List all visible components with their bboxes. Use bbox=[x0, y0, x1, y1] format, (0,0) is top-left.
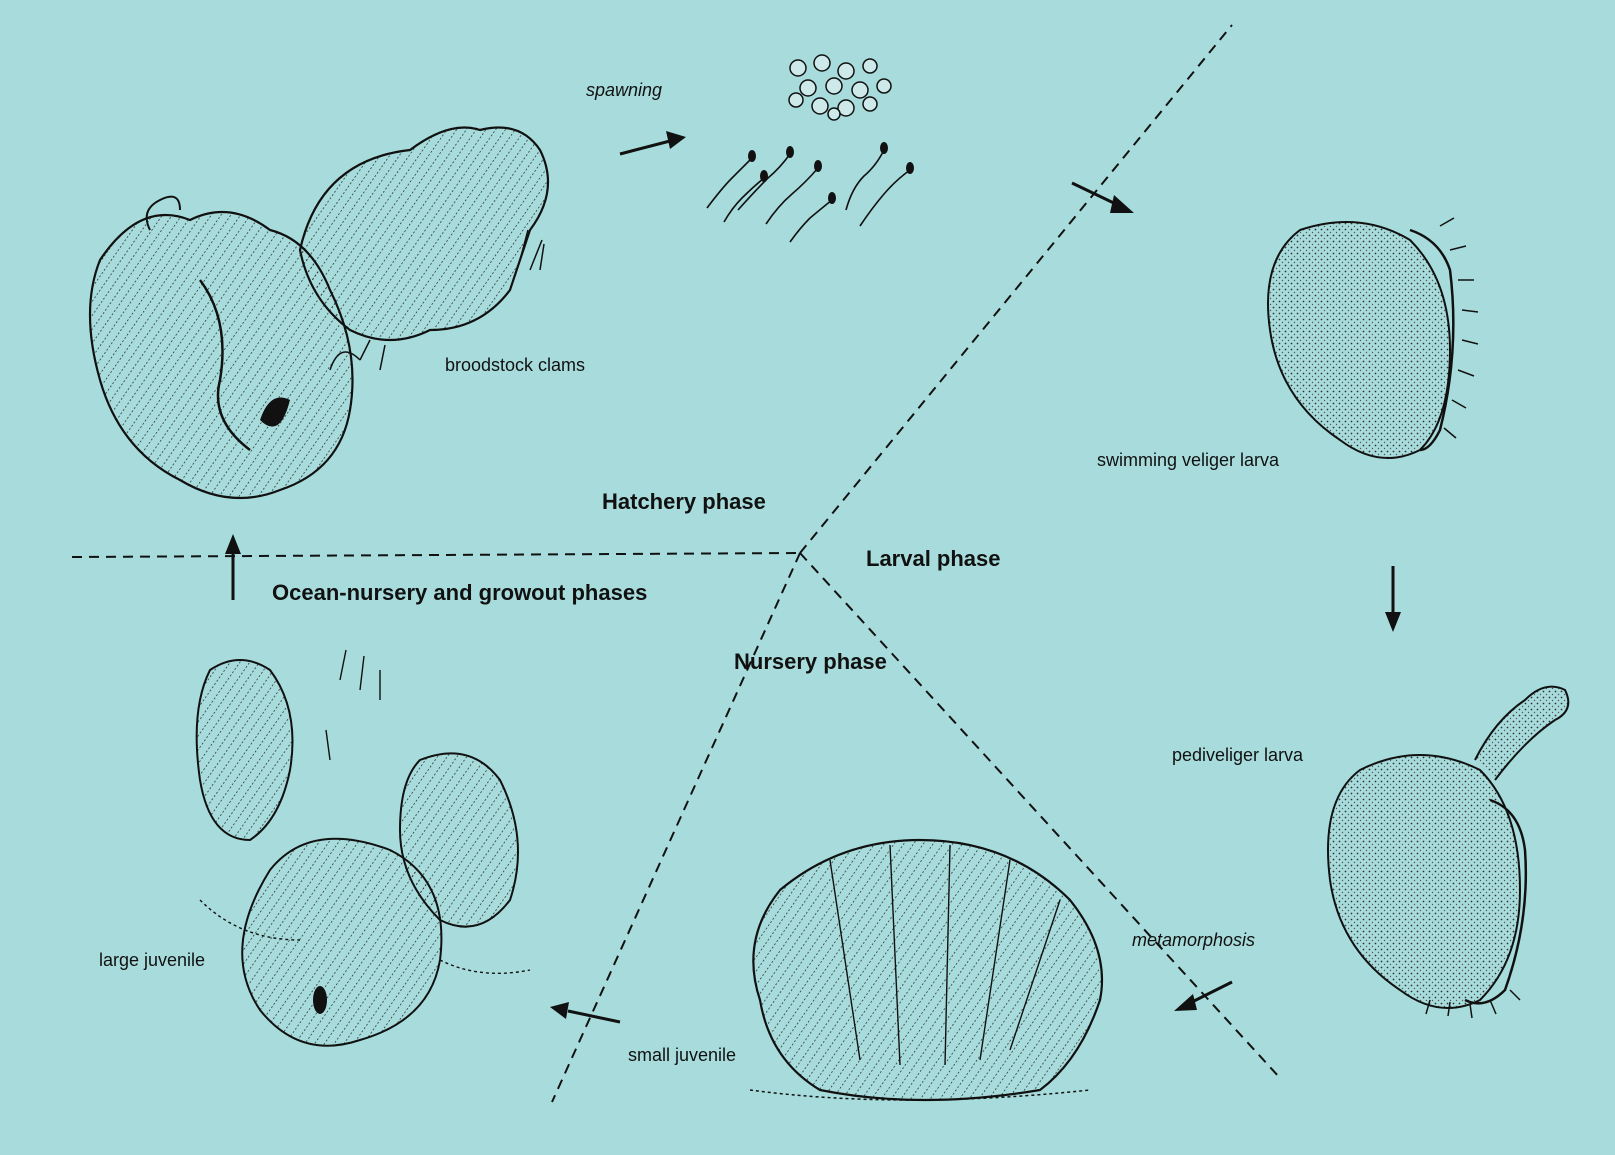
label-pediveliger-larva: pediveliger larva bbox=[1172, 745, 1303, 766]
divider-hatchery-ocean bbox=[72, 553, 800, 557]
phase-larval: Larval phase bbox=[866, 546, 1001, 572]
arrow-spawning bbox=[620, 131, 686, 154]
arrow-to-broodstock bbox=[225, 534, 241, 600]
arrow-metamorphosis bbox=[1174, 982, 1232, 1011]
veliger-larva-illustration bbox=[1268, 218, 1478, 458]
phase-hatchery: Hatchery phase bbox=[602, 489, 766, 515]
arrow-to-large-juvenile bbox=[550, 1002, 620, 1022]
large-juvenile-illustration bbox=[197, 650, 530, 1046]
divider-nursery-ocean bbox=[552, 553, 800, 1102]
broodstock-clams-illustration bbox=[90, 128, 548, 499]
phase-ocean-nursery-growout: Ocean-nursery and growout phases bbox=[272, 580, 647, 606]
eggs-illustration bbox=[789, 55, 891, 120]
label-small-juvenile: small juvenile bbox=[628, 1045, 736, 1066]
label-swimming-veliger-larva: swimming veliger larva bbox=[1097, 450, 1279, 471]
phase-nursery: Nursery phase bbox=[734, 649, 887, 675]
pediveliger-larva-illustration bbox=[1328, 687, 1568, 1018]
label-metamorphosis: metamorphosis bbox=[1132, 930, 1255, 951]
arrow-veliger-to-pediveliger bbox=[1385, 566, 1401, 632]
label-large-juvenile: large juvenile bbox=[99, 950, 205, 971]
small-juvenile-illustration bbox=[750, 840, 1102, 1100]
sperm-illustration bbox=[707, 142, 914, 242]
label-broodstock-clams: broodstock clams bbox=[445, 355, 585, 376]
label-spawning: spawning bbox=[586, 80, 662, 101]
